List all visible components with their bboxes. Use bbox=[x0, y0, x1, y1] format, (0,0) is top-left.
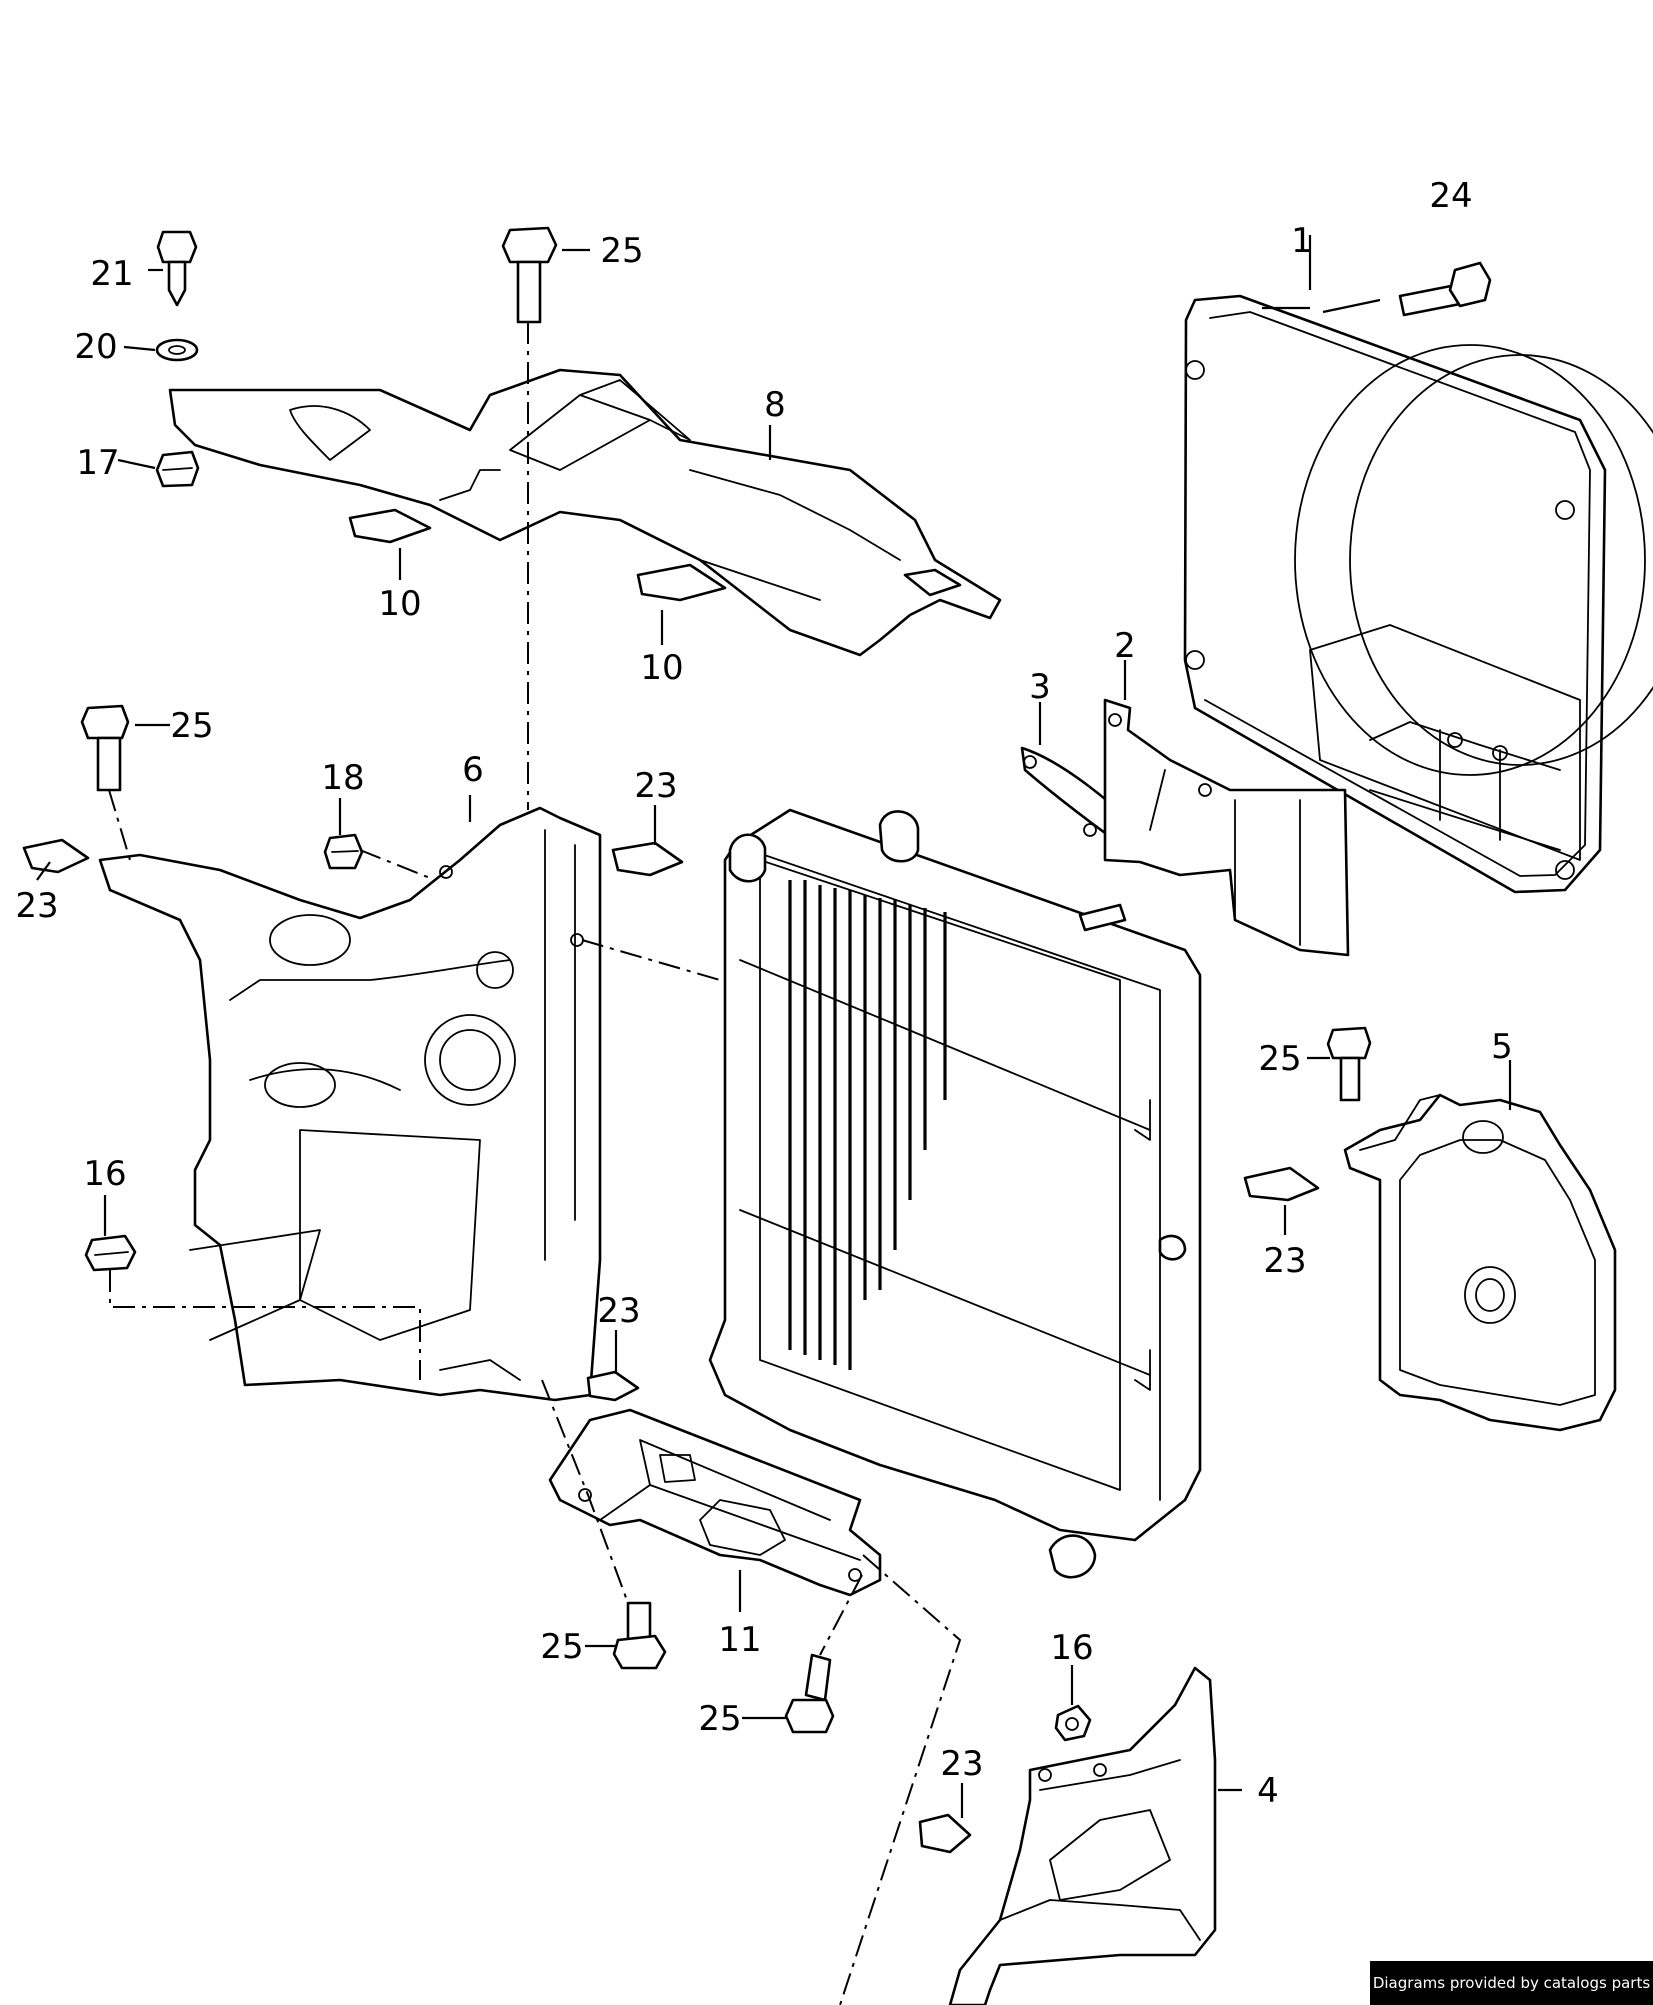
radiator-part bbox=[708, 808, 1202, 1579]
nut-16a-part bbox=[84, 1234, 137, 1272]
bolt-25a-part bbox=[501, 226, 558, 324]
callout-20: 20 bbox=[74, 327, 117, 367]
clip-23c-part bbox=[1243, 1166, 1320, 1202]
callout-18: 18 bbox=[321, 758, 364, 798]
callout-10a: 10 bbox=[378, 584, 421, 624]
callout-4: 4 bbox=[1257, 1771, 1279, 1811]
callout-25d: 25 bbox=[540, 1627, 583, 1667]
nut-17-part bbox=[155, 450, 200, 488]
callout-25a: 25 bbox=[600, 231, 643, 271]
callout-25e: 25 bbox=[698, 1699, 741, 1739]
credit-banner: Diagrams provided by catalogs parts bbox=[1370, 1961, 1653, 2005]
lower-cover-part bbox=[948, 1666, 1217, 2005]
callout-23b: 23 bbox=[634, 766, 677, 806]
callout-25b: 25 bbox=[170, 706, 213, 746]
washer-20-part bbox=[155, 338, 199, 362]
bracket-part bbox=[548, 1408, 882, 1597]
callout-23d: 23 bbox=[597, 1291, 640, 1331]
callout-21: 21 bbox=[90, 254, 133, 294]
bolt-25c-part bbox=[1326, 1026, 1372, 1102]
callout-6: 6 bbox=[462, 750, 484, 790]
leader-lines bbox=[36, 235, 1512, 1818]
callout-23a: 23 bbox=[15, 886, 58, 926]
nut-18-part bbox=[323, 833, 364, 870]
callout-16b: 16 bbox=[1050, 1628, 1093, 1668]
screw-21-part bbox=[156, 230, 198, 307]
clip-23d-part bbox=[586, 1370, 640, 1402]
lock-carrier-part bbox=[98, 806, 602, 1402]
fan-shroud-part bbox=[1183, 294, 1653, 894]
callout-25c: 25 bbox=[1258, 1039, 1301, 1079]
callout-3: 3 bbox=[1029, 667, 1051, 707]
clip-23e-part bbox=[918, 1813, 972, 1854]
bolt-25e-part bbox=[784, 1653, 835, 1734]
bolt-25b-part bbox=[80, 704, 130, 792]
callout-23e: 23 bbox=[940, 1744, 983, 1784]
assembly-lines bbox=[108, 322, 962, 2005]
callout-5: 5 bbox=[1491, 1027, 1513, 1067]
callout-23c: 23 bbox=[1263, 1241, 1306, 1281]
callout-10b: 10 bbox=[640, 648, 683, 688]
air-guide-part bbox=[1103, 698, 1350, 957]
callout-16a: 16 bbox=[83, 1154, 126, 1194]
callout-labels: 1 2 3 4 5 6 8 10 10 11 16 16 17 18 20 21… bbox=[15, 176, 1512, 1811]
callout-17: 17 bbox=[76, 443, 119, 483]
upper-cover-part bbox=[168, 368, 1002, 657]
bolt-24-part bbox=[1398, 261, 1492, 317]
callout-11: 11 bbox=[718, 1620, 761, 1660]
clip-23b-part bbox=[611, 841, 684, 877]
clip-23a-part bbox=[22, 838, 90, 874]
clip-10a-part bbox=[348, 508, 432, 544]
clip-10b-part bbox=[636, 563, 727, 602]
side-cover-part bbox=[1343, 1093, 1617, 1432]
callout-1: 1 bbox=[1291, 221, 1313, 261]
callout-24: 24 bbox=[1429, 176, 1472, 216]
nut-16b-part bbox=[1054, 1704, 1092, 1742]
bolt-25d-part bbox=[612, 1601, 667, 1670]
callout-2: 2 bbox=[1114, 626, 1136, 666]
callout-8: 8 bbox=[764, 385, 786, 425]
